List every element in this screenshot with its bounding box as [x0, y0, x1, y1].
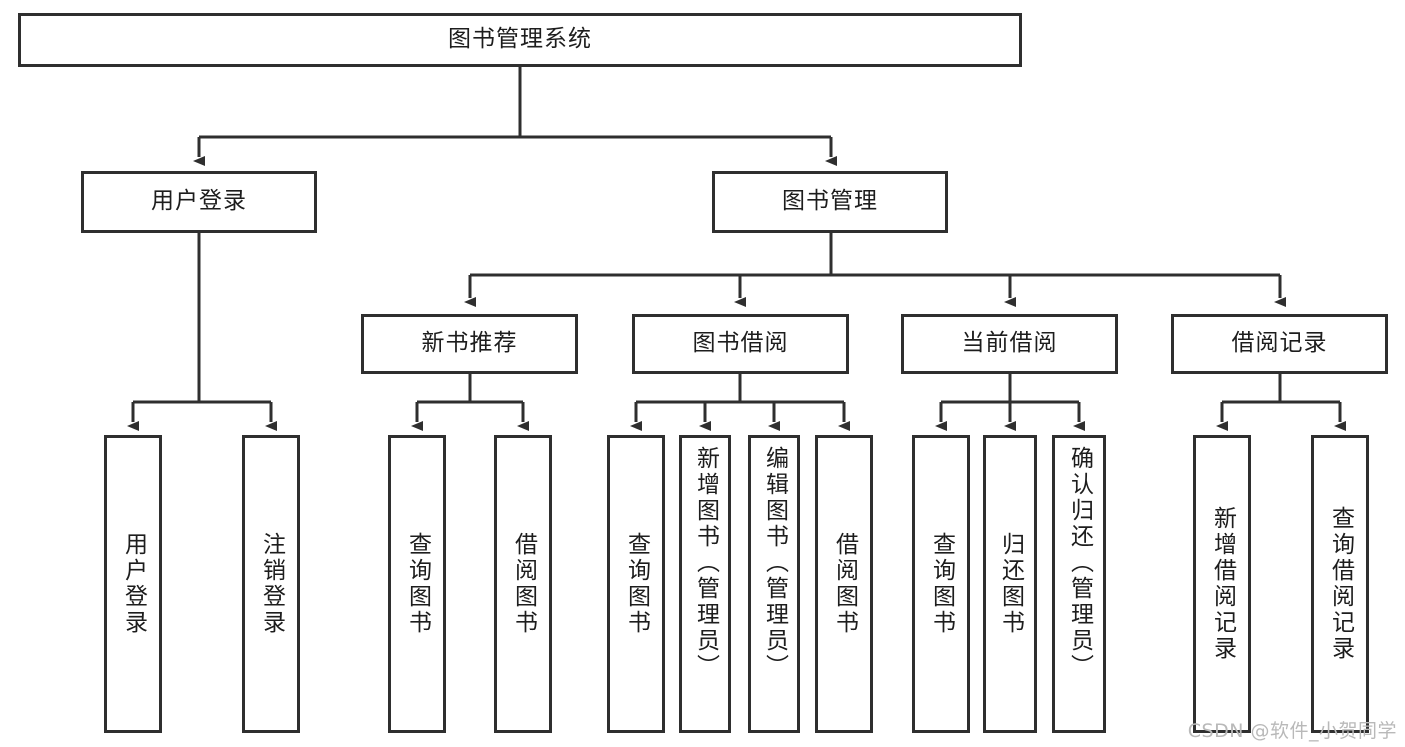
leaf-label: 注销登录 — [258, 532, 285, 636]
node-book-management-label: 图书管理 — [782, 188, 878, 215]
leaf-label: 查询借阅记录 — [1327, 506, 1354, 662]
node-new-book-recommend-label: 新书推荐 — [421, 330, 518, 357]
leaf-label: 新增图书（管理员） — [692, 446, 719, 680]
leaf-label: 确认归还（管理员） — [1066, 446, 1093, 680]
leaf-label: 新增借阅记录 — [1209, 506, 1236, 662]
node-borrow-record[interactable]: 借阅记录 — [1171, 314, 1388, 374]
leaf-record-query[interactable]: 查询借阅记录 — [1311, 435, 1369, 733]
leaf-borrow-edit-book[interactable]: 编辑图书（管理员） — [748, 435, 800, 733]
watermark-text: CSDN @软件_小贺同学 — [1187, 720, 1397, 742]
node-root[interactable]: 图书管理系统 — [18, 13, 1022, 67]
node-book-management[interactable]: 图书管理 — [712, 171, 948, 233]
leaf-label: 查询图书 — [404, 532, 431, 636]
leaf-new-book-query[interactable]: 查询图书 — [388, 435, 446, 733]
node-new-book-recommend[interactable]: 新书推荐 — [361, 314, 578, 374]
leaf-borrow-query-book[interactable]: 查询图书 — [607, 435, 665, 733]
leaf-label: 编辑图书（管理员） — [761, 446, 788, 680]
leaf-record-add[interactable]: 新增借阅记录 — [1193, 435, 1251, 733]
node-current-borrow[interactable]: 当前借阅 — [901, 314, 1118, 374]
node-book-borrow-label: 图书借阅 — [692, 330, 789, 357]
leaf-label: 用户登录 — [120, 532, 147, 636]
leaf-current-query-book[interactable]: 查询图书 — [912, 435, 970, 733]
leaf-new-book-borrow[interactable]: 借阅图书 — [494, 435, 552, 733]
node-borrow-record-label: 借阅记录 — [1231, 330, 1328, 357]
leaf-label: 查询图书 — [928, 532, 955, 636]
leaf-borrow-borrow-book[interactable]: 借阅图书 — [815, 435, 873, 733]
leaf-borrow-add-book[interactable]: 新增图书（管理员） — [679, 435, 731, 733]
node-user-login-label: 用户登录 — [151, 188, 247, 215]
node-user-login[interactable]: 用户登录 — [81, 171, 317, 233]
node-root-label: 图书管理系统 — [448, 26, 592, 53]
leaf-label: 查询图书 — [623, 532, 650, 636]
leaf-user-login-login[interactable]: 用户登录 — [104, 435, 162, 733]
leaf-label: 借阅图书 — [831, 532, 858, 636]
node-current-borrow-label: 当前借阅 — [961, 330, 1058, 357]
leaf-user-login-logout[interactable]: 注销登录 — [242, 435, 300, 733]
leaf-current-return-book[interactable]: 归还图书 — [983, 435, 1037, 733]
leaf-label: 借阅图书 — [510, 532, 537, 636]
leaf-current-confirm-return[interactable]: 确认归还（管理员） — [1052, 435, 1106, 733]
node-book-borrow[interactable]: 图书借阅 — [632, 314, 849, 374]
leaf-label: 归还图书 — [997, 532, 1024, 636]
